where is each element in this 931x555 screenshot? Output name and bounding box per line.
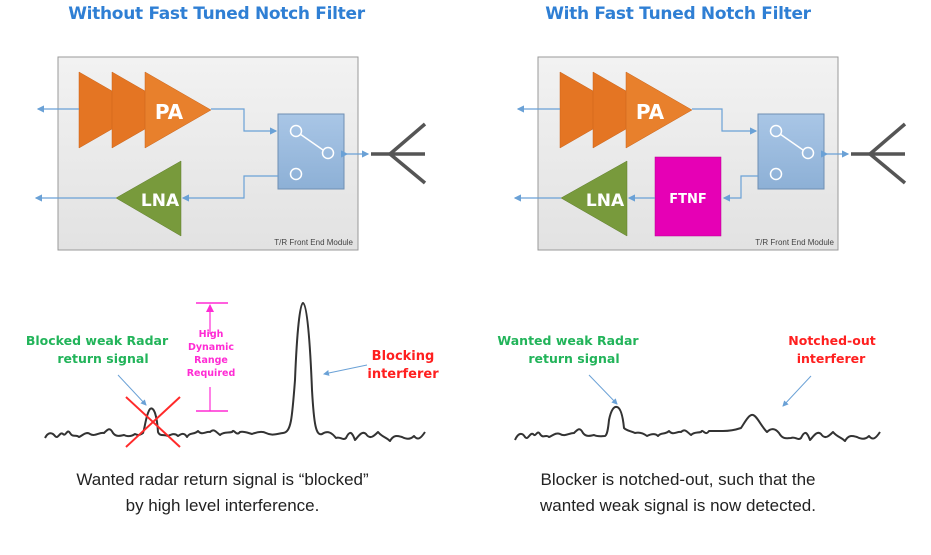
dynamic-range-indicator: High Dynamic Range Required (187, 302, 236, 412)
switch-to-lna-line (181, 175, 278, 202)
interferer-label-line2: interferer (797, 351, 866, 366)
pa-label: PA (155, 100, 184, 124)
pa-to-switch-line (211, 108, 278, 135)
interferer-label-line1: Notched-out (788, 333, 875, 348)
svg-text:Dynamic: Dynamic (188, 342, 234, 353)
pa-amplifier: PA (559, 71, 693, 149)
panel-with-ftnf: With Fast Tuned Notch Filter T/R Front E… (465, 0, 931, 555)
module-label: T/R Front End Module (274, 238, 353, 247)
spectrum-with-ftnf: Wanted weak Radar return signal Notched-… (497, 333, 881, 442)
lna-amplifier: LNA (115, 160, 182, 237)
pa-to-switch-line (692, 108, 758, 135)
svg-text:Range: Range (194, 355, 228, 366)
weak-signal-label-line1: Blocked weak Radar (26, 333, 169, 348)
tr-switch (757, 113, 825, 190)
interferer-pointer (323, 364, 368, 376)
ftnf-label: FTNF (669, 192, 707, 207)
svg-text:High: High (199, 329, 224, 340)
pa-label: PA (636, 100, 665, 124)
antenna-icon (371, 122, 427, 185)
weak-signal-pointer (117, 374, 147, 406)
without-ftnf-diagram: T/R Front End Module PA (26, 56, 439, 448)
lna-label: LNA (141, 191, 180, 211)
module-label: T/R Front End Module (755, 238, 834, 247)
weak-signal-pointer (588, 374, 618, 405)
switch-to-ftnf-line (722, 175, 758, 202)
pa-amplifier: PA (78, 71, 212, 149)
tr-switch (277, 113, 345, 190)
svg-text:Required: Required (187, 368, 236, 379)
interferer-label-line2: interferer (367, 367, 439, 382)
spectrum-trace (514, 405, 881, 442)
caption: Wanted radar return signal is “blocked” … (76, 470, 369, 515)
ftnf-block: FTNF (654, 156, 722, 237)
spectrum-trace (44, 302, 426, 442)
with-ftnf-diagram: T/R Front End Module PA FTNF (497, 56, 907, 442)
interferer-pointer (782, 375, 812, 407)
antenna-icon (851, 122, 907, 185)
lna-amplifier: LNA (560, 160, 628, 237)
weak-signal-label-line2: return signal (57, 351, 148, 366)
panel-without-ftnf: Without Fast Tuned Notch Filter T/R Fron… (0, 0, 465, 555)
caption: Blocker is notched-out, such that the wa… (540, 470, 816, 515)
panel-title: Without Fast Tuned Notch Filter (68, 4, 365, 24)
panel-title: With Fast Tuned Notch Filter (545, 4, 811, 24)
spectrum-without-ftnf: Blocked weak Radar return signal High Dy… (26, 302, 439, 448)
interferer-label-line1: Blocking (372, 349, 435, 364)
weak-signal-label-line2: return signal (528, 351, 619, 366)
weak-signal-label-line1: Wanted weak Radar (497, 333, 639, 348)
lna-label: LNA (586, 191, 625, 211)
